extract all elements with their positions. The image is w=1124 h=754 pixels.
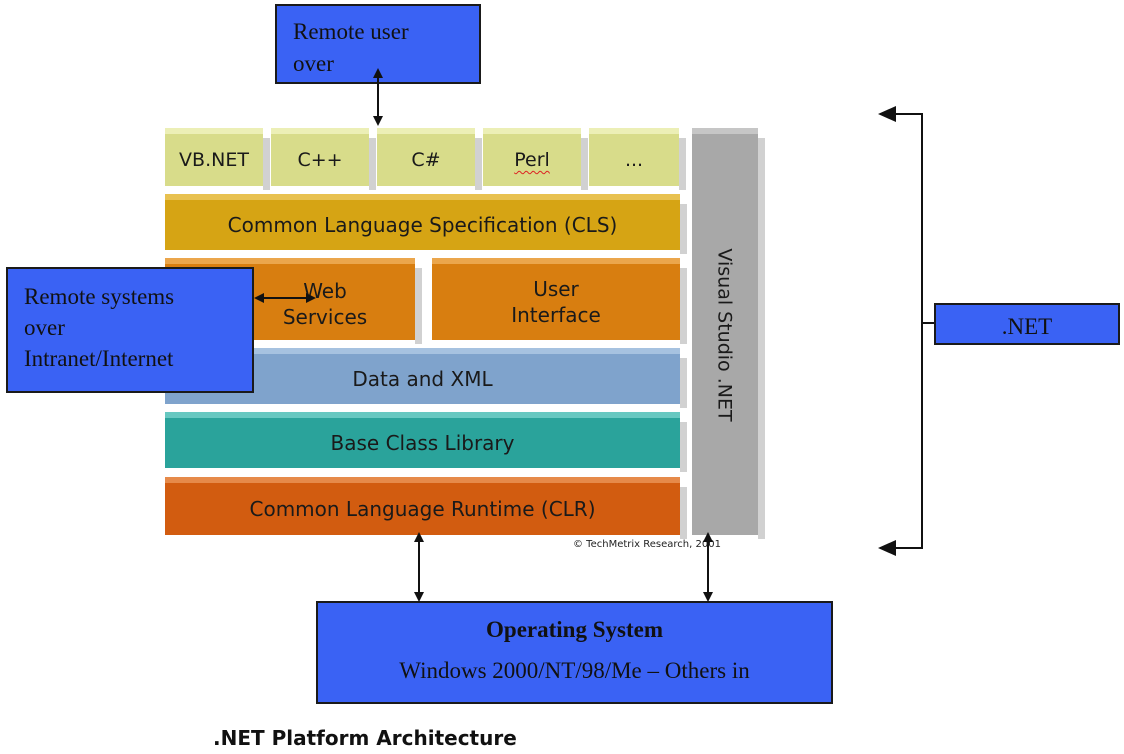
- user-interface-layer: User Interface: [432, 258, 687, 344]
- figure-caption: .NET Platform Architecture: [213, 726, 517, 750]
- bcl-label: Base Class Library: [330, 431, 515, 455]
- operating-system-box: Operating System Windows 2000/NT/98/Me –…: [316, 601, 833, 704]
- remote-user-line1: Remote user: [293, 19, 409, 44]
- clr-label: Common Language Runtime (CLR): [249, 497, 596, 521]
- language-box-vbnet: VB.NET: [165, 128, 270, 190]
- language-label: Perl: [514, 149, 550, 171]
- web-services-line2: Services: [282, 305, 368, 329]
- language-label: ...: [624, 149, 644, 171]
- visual-studio-bar: Visual Studio .NET: [692, 128, 765, 539]
- remote-systems-line1: Remote systems: [24, 284, 175, 309]
- os-subtitle: Windows 2000/NT/98/Me – Others in: [399, 658, 750, 683]
- cls-layer: Common Language Specification (CLS): [165, 194, 687, 254]
- remote-user-line2: over: [293, 51, 334, 76]
- language-box-csharp: C#: [377, 128, 482, 190]
- language-box-more: ...: [589, 128, 686, 190]
- user-interface-line2: Interface: [511, 303, 601, 327]
- cls-label: Common Language Specification (CLS): [227, 213, 618, 237]
- user-interface-line1: User: [533, 277, 579, 301]
- language-label: C#: [411, 149, 441, 171]
- language-box-perl: Perl: [483, 128, 588, 190]
- data-xml-label: Data and XML: [352, 367, 493, 391]
- language-label: C++: [297, 149, 343, 171]
- remote-systems-callout: Remote systems over Intranet/Internet: [6, 267, 254, 393]
- language-box-cpp: C++: [271, 128, 376, 190]
- clr-layer: Common Language Runtime (CLR): [165, 477, 687, 539]
- user-interface-label: User Interface: [511, 276, 601, 328]
- remote-systems-line3: Intranet/Internet: [24, 346, 174, 371]
- dotnet-bracket: [878, 106, 923, 556]
- dotnet-callout: .NET: [934, 303, 1120, 345]
- os-title: Operating System: [486, 617, 663, 642]
- dotnet-label: .NET: [1001, 314, 1053, 339]
- base-class-library-layer: Base Class Library: [165, 412, 687, 472]
- remote-systems-line2: over: [24, 315, 65, 340]
- copyright-credit: © TechMetrix Research, 2001: [573, 539, 721, 550]
- language-label: VB.NET: [179, 149, 249, 171]
